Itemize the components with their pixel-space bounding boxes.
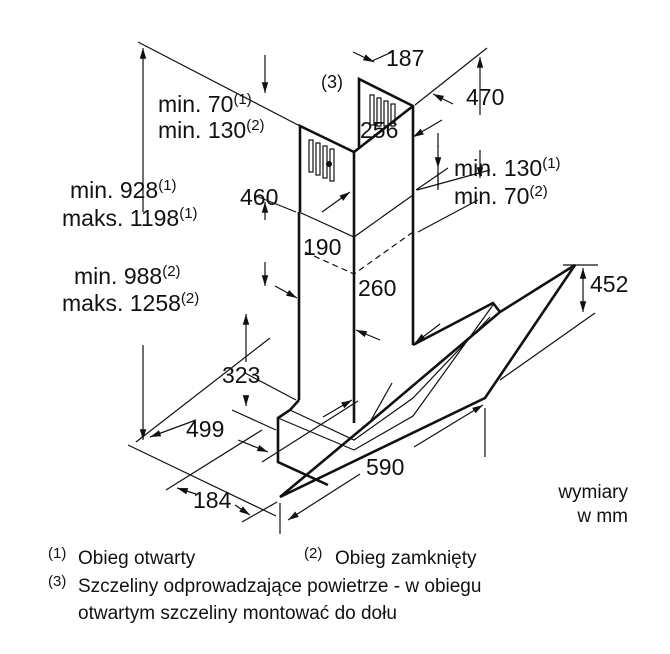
legend-3-line1: Szczeliny odprowadzające powietrze - w o…: [78, 576, 481, 597]
dim-260: 260: [358, 275, 396, 301]
legend-1-mark: (1): [48, 545, 66, 562]
dimension-lines: [127, 41, 598, 534]
upper-chimney: [298, 76, 415, 423]
dimension-labels: 187 470 256 460 190 260 452 323 499 590 …: [62, 45, 628, 527]
dim-499: 499: [186, 416, 224, 442]
dim-452: 452: [590, 271, 628, 297]
max1198: maks. 1198(1): [62, 205, 198, 231]
dim-187: 187: [386, 45, 424, 71]
dim-184: 184: [193, 487, 232, 513]
air-slots-icon: [308, 94, 396, 182]
legend-1-text: Obieg otwarty: [78, 548, 196, 569]
min988: min. 988(2): [74, 263, 181, 289]
dim-590: 590: [366, 454, 404, 480]
hood-body: [276, 263, 577, 499]
slots-marker: (3): [321, 72, 343, 92]
min70-right: min. 70(2): [454, 183, 548, 209]
legend-2-text: Obieg zamknięty: [335, 548, 477, 569]
min70-top: min. 70(1): [158, 91, 252, 117]
dim-470: 470: [466, 84, 504, 110]
min928: min. 928(1): [70, 177, 177, 203]
legend-3-mark: (3): [48, 573, 66, 590]
dim-460: 460: [240, 184, 278, 210]
lower-chimney: [297, 194, 414, 400]
max1258: maks. 1258(2): [62, 290, 199, 316]
dim-190: 190: [303, 234, 341, 260]
units-line2: w mm: [576, 506, 628, 527]
units-line1: wymiary: [557, 482, 628, 503]
legend-3-line2: otwartym szczeliny montować do dołu: [78, 603, 397, 624]
dim-323: 323: [222, 362, 260, 388]
dim-256: 256: [360, 117, 398, 143]
legend-2-mark: (2): [304, 545, 322, 562]
min130-right: min. 130(1): [454, 155, 561, 181]
min130-top: min. 130(2): [158, 117, 265, 143]
legend: (1) Obieg otwarty (2) Obieg zamknięty (3…: [48, 545, 481, 624]
